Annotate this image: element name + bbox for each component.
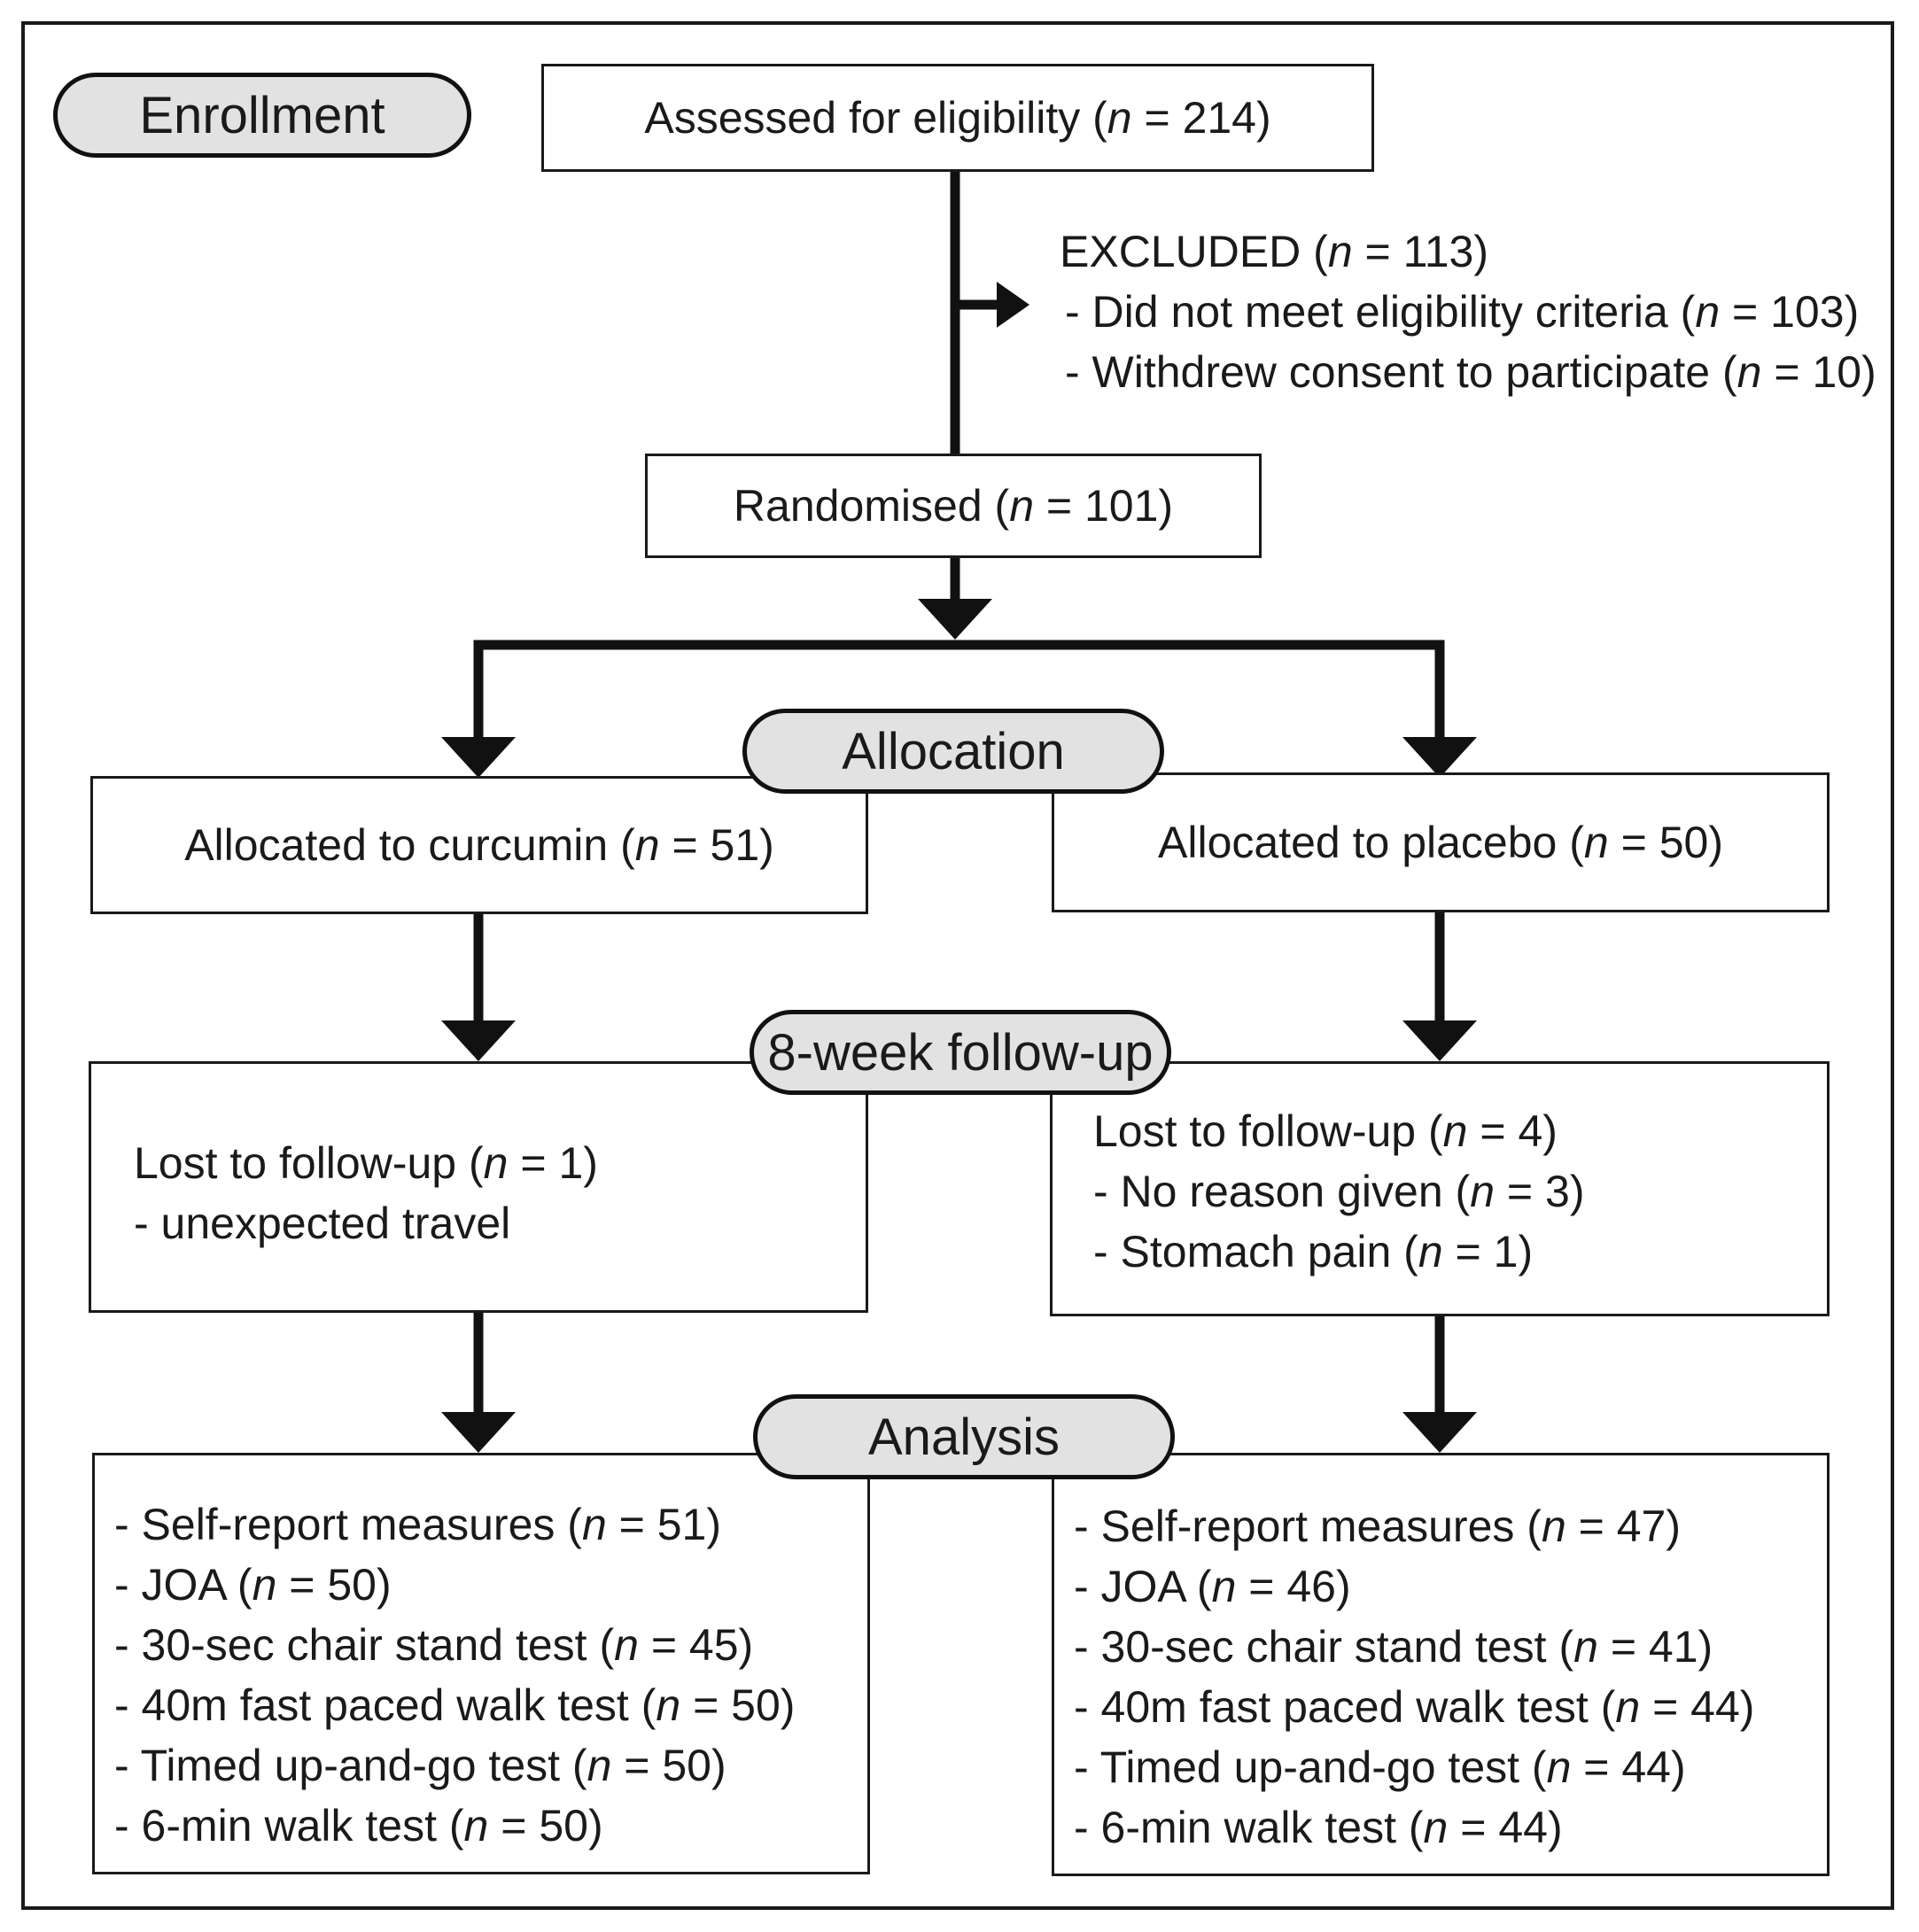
stage-followup: 8-week follow-up xyxy=(750,1010,1171,1095)
placebo-analysis-list: - Self-report measures (n = 47) - JOA (n… xyxy=(1074,1496,1754,1858)
placebo-lost-reason: - Stomach pain (n = 1) xyxy=(1093,1227,1534,1276)
curcumin-followup-box: Lost to follow-up (n = 1) - unexpected t… xyxy=(89,1061,868,1313)
arrowhead-randomised-split xyxy=(918,599,992,640)
placebo-analysis-item: - JOA (n = 46) xyxy=(1074,1562,1351,1611)
stage-enrollment: Enrollment xyxy=(53,73,471,158)
curcumin-analysis-item: - JOA (n = 50) xyxy=(114,1560,392,1610)
curcumin-followup-list: Lost to follow-up (n = 1) - unexpected t… xyxy=(134,1133,598,1253)
diagram-frame xyxy=(21,21,1894,1910)
excluded-block: EXCLUDED (n = 113) - Did not meet eligib… xyxy=(1060,221,1876,402)
curcumin-analysis-item: - 30-sec chair stand test (n = 45) xyxy=(114,1620,754,1670)
curcumin-analysis-box: - Self-report measures (n = 51) - JOA (n… xyxy=(92,1453,870,1874)
placebo-followup-list: Lost to follow-up (n = 4) - No reason gi… xyxy=(1093,1101,1584,1282)
excluded-title: EXCLUDED (n = 113) xyxy=(1060,227,1489,276)
stage-allocation-label: Allocation xyxy=(842,722,1065,780)
stage-analysis-label: Analysis xyxy=(868,1408,1060,1466)
curcumin-analysis-list: - Self-report measures (n = 51) - JOA (n… xyxy=(114,1494,795,1856)
placebo-analysis-item: - Self-report measures (n = 47) xyxy=(1074,1501,1682,1551)
placebo-analysis-box: - Self-report measures (n = 47) - JOA (n… xyxy=(1052,1453,1830,1876)
randomised-box: Randomised (n = 101) xyxy=(645,454,1262,558)
stage-followup-label: 8-week follow-up xyxy=(767,1023,1154,1082)
connector-split-bar xyxy=(473,640,1445,744)
placebo-analysis-item: - 30-sec chair stand test (n = 41) xyxy=(1074,1622,1713,1672)
placebo-lost-text: Lost to follow-up (n = 4) xyxy=(1093,1106,1558,1156)
curcumin-lost-reason: - unexpected travel xyxy=(134,1199,511,1248)
excluded-item: - Did not meet eligibility criteria (n =… xyxy=(1065,287,1860,337)
curcumin-lost-text: Lost to follow-up (n = 1) xyxy=(134,1138,598,1188)
placebo-allocated-box: Allocated to placebo (n = 50) xyxy=(1052,772,1830,912)
arrowhead-curcumin-analysis xyxy=(441,1412,516,1453)
stage-enrollment-label: Enrollment xyxy=(139,86,385,144)
curcumin-analysis-item: - Timed up-and-go test (n = 50) xyxy=(114,1741,726,1790)
arrowhead-excluded xyxy=(997,282,1029,328)
arrowhead-placebo-analysis xyxy=(1402,1412,1477,1453)
arrowhead-placebo-allocated xyxy=(1402,737,1477,778)
arrowhead-curcumin-followup xyxy=(441,1020,516,1061)
curcumin-allocated-text: Allocated to curcumin (n = 51) xyxy=(184,820,774,870)
placebo-analysis-item: - 6-min walk test (n = 44) xyxy=(1074,1803,1563,1852)
curcumin-analysis-item: - Self-report measures (n = 51) xyxy=(114,1500,722,1549)
curcumin-allocated-box: Allocated to curcumin (n = 51) xyxy=(90,776,868,914)
assessed-text: Assessed for eligibility (n = 214) xyxy=(644,93,1271,143)
arrowhead-curcumin-allocated xyxy=(441,737,516,778)
stage-allocation: Allocation xyxy=(742,709,1164,794)
excluded-item: - Withdrew consent to participate (n = 1… xyxy=(1065,347,1876,397)
placebo-followup-box: Lost to follow-up (n = 4) - No reason gi… xyxy=(1050,1061,1830,1316)
arrowhead-placebo-followup xyxy=(1402,1020,1477,1061)
placebo-analysis-item: - Timed up-and-go test (n = 44) xyxy=(1074,1742,1686,1792)
randomised-text: Randomised (n = 101) xyxy=(733,481,1174,531)
assessed-box: Assessed for eligibility (n = 214) xyxy=(541,64,1374,172)
placebo-allocated-text: Allocated to placebo (n = 50) xyxy=(1158,818,1723,867)
curcumin-analysis-item: - 6-min walk test (n = 50) xyxy=(114,1801,603,1851)
curcumin-analysis-item: - 40m fast paced walk test (n = 50) xyxy=(114,1680,796,1730)
placebo-analysis-item: - 40m fast paced walk test (n = 44) xyxy=(1074,1682,1755,1732)
placebo-lost-reason: - No reason given (n = 3) xyxy=(1093,1167,1585,1216)
stage-analysis: Analysis xyxy=(753,1394,1175,1479)
